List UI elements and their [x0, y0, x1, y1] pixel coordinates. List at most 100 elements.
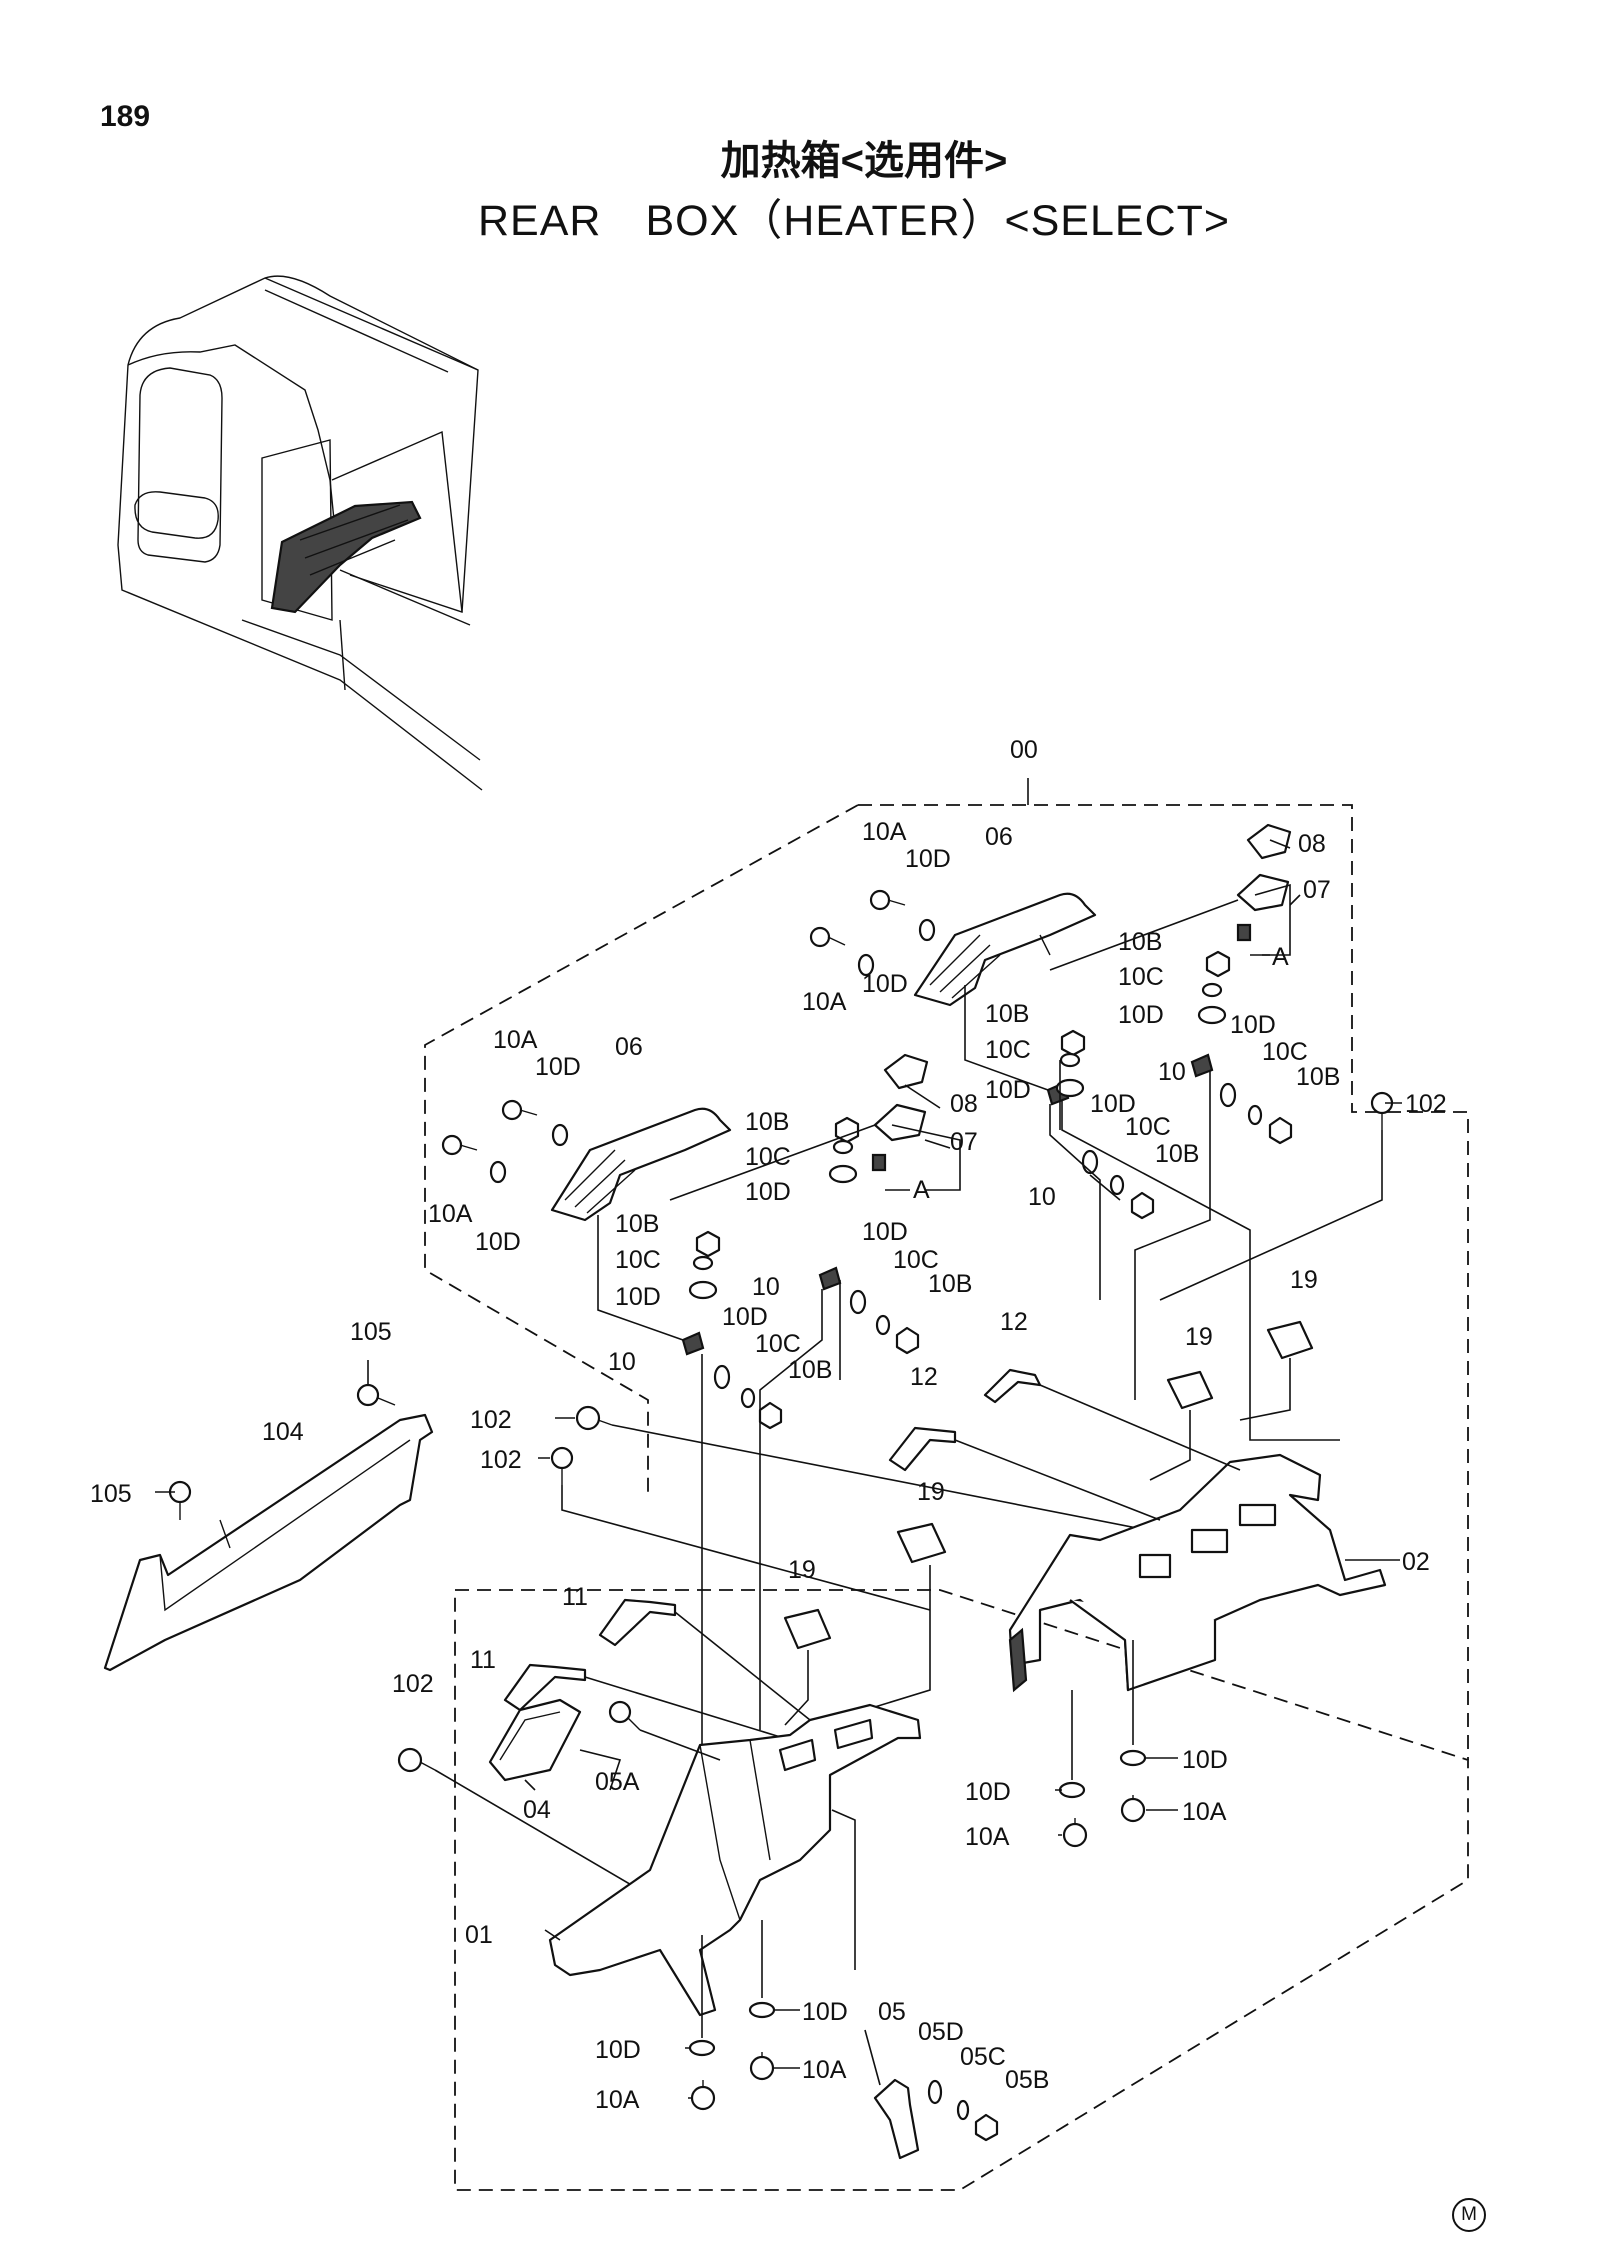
title-chinese: 加热箱<选用件>	[720, 139, 1008, 183]
label-10A: 10A	[802, 2056, 847, 2084]
label-10D: 10D	[475, 1228, 521, 1256]
label-10B: 10B	[788, 1356, 832, 1384]
label-10D: 10D	[905, 845, 951, 873]
label-10D: 10D	[722, 1303, 768, 1331]
label-06: 06	[615, 1033, 643, 1061]
label-A: A	[913, 1176, 930, 1204]
label-10D: 10D	[965, 1778, 1011, 1806]
label-10D: 10D	[862, 1218, 908, 1246]
label-10D: 10D	[802, 1998, 848, 2026]
label-10A: 10A	[1182, 1798, 1227, 1826]
label-10C: 10C	[615, 1246, 661, 1274]
manufacturer-mark: M	[1452, 2198, 1486, 2232]
label-10D: 10D	[745, 1178, 791, 1206]
straps-12-11	[503, 1368, 1241, 1741]
label-10: 10	[752, 1273, 780, 1301]
label-10D: 10D	[595, 2036, 641, 2064]
label-102: 102	[1405, 1090, 1447, 1118]
label-10B: 10B	[1296, 1063, 1340, 1091]
label-10B: 10B	[928, 1270, 972, 1298]
label-10C: 10C	[745, 1143, 791, 1171]
clip-08-07-left	[871, 1053, 929, 1172]
label-01: 01	[465, 1921, 493, 1949]
label-104: 104	[262, 1418, 304, 1446]
label-05D: 05D	[918, 2018, 964, 2046]
label-10: 10	[1158, 1058, 1186, 1086]
label-10D: 10D	[1230, 1011, 1276, 1039]
label-11: 11	[562, 1583, 588, 1611]
label-10B: 10B	[1155, 1140, 1199, 1168]
label-10D: 10D	[535, 1053, 581, 1081]
label-10B: 10B	[985, 1000, 1029, 1028]
assembly-outline-lower	[454, 1589, 1469, 2191]
bracket-06-right	[913, 892, 1097, 1007]
label-10C: 10C	[1118, 963, 1164, 991]
part-labels: 00 10A 10D 06 08 07 10A 10D A 10B 10C 10…	[90, 736, 1447, 2114]
heater-box-02	[1008, 1453, 1387, 1693]
label-19: 19	[1290, 1266, 1318, 1294]
label-10C: 10C	[893, 1246, 939, 1274]
label-12: 12	[1000, 1308, 1028, 1336]
label-05C: 05C	[960, 2043, 1006, 2071]
label-A: A	[1272, 943, 1289, 971]
part-04	[488, 1698, 721, 1791]
label-10D: 10D	[862, 970, 908, 998]
label-12: 12	[910, 1363, 938, 1391]
label-105: 105	[350, 1318, 392, 1346]
label-102: 102	[470, 1406, 512, 1434]
fasteners-upper	[441, 889, 1394, 1430]
label-08: 08	[950, 1090, 978, 1118]
label-05: 05	[878, 1998, 906, 2026]
label-10A: 10A	[595, 2086, 640, 2114]
label-10D: 10D	[985, 1076, 1031, 1104]
label-10A: 10A	[802, 988, 847, 1016]
title-english: REAR BOX（HEATER）<SELECT>	[478, 197, 1230, 245]
label-10B: 10B	[745, 1108, 789, 1136]
bracket-06-left	[550, 1107, 732, 1222]
label-00: 00	[1010, 736, 1038, 764]
page-number: 189	[100, 100, 151, 133]
clip-10-d	[681, 1331, 705, 1356]
label-10D: 10D	[615, 1283, 661, 1311]
clip-10-c	[818, 1266, 842, 1291]
label-10C: 10C	[755, 1330, 801, 1358]
label-19: 19	[917, 1478, 945, 1506]
base-frame-01	[544, 1703, 922, 2017]
hose-05	[831, 1809, 999, 2160]
label-04: 04	[523, 1796, 551, 1824]
label-10: 10	[608, 1348, 636, 1376]
label-19: 19	[788, 1556, 816, 1584]
pads-19	[783, 1320, 1314, 1726]
label-05B: 05B	[1005, 2066, 1049, 2094]
label-10D: 10D	[1090, 1090, 1136, 1118]
label-06: 06	[985, 823, 1013, 851]
label-10C: 10C	[1262, 1038, 1308, 1066]
label-leaders	[155, 839, 1402, 2099]
label-08: 08	[1298, 830, 1326, 858]
label-05A: 05A	[595, 1768, 640, 1796]
cab-inset-drawing	[117, 275, 483, 791]
label-07: 07	[1303, 876, 1331, 904]
label-10: 10	[1028, 1183, 1056, 1211]
label-10A: 10A	[965, 1823, 1010, 1851]
bracket-104	[103, 1360, 434, 1672]
leader-lines-upper	[597, 883, 1383, 1750]
assembly-outline-upper	[424, 804, 1469, 1760]
label-10A: 10A	[428, 1200, 473, 1228]
label-07: 07	[950, 1128, 978, 1156]
label-10B: 10B	[1118, 928, 1162, 956]
label-10A: 10A	[493, 1026, 538, 1054]
label-10B: 10B	[615, 1210, 659, 1238]
fasteners-lower	[688, 1640, 1147, 2111]
label-102: 102	[392, 1670, 434, 1698]
label-10D: 10D	[1182, 1746, 1228, 1774]
clip-08-07-right	[1236, 823, 1292, 942]
label-02: 02	[1402, 1548, 1430, 1576]
label-10C: 10C	[985, 1036, 1031, 1064]
label-10C: 10C	[1125, 1113, 1171, 1141]
label-105: 105	[90, 1480, 132, 1508]
label-19: 19	[1185, 1323, 1213, 1351]
label-11: 11	[470, 1646, 496, 1674]
label-10D: 10D	[1118, 1001, 1164, 1029]
clip-10-a	[1190, 1053, 1214, 1078]
